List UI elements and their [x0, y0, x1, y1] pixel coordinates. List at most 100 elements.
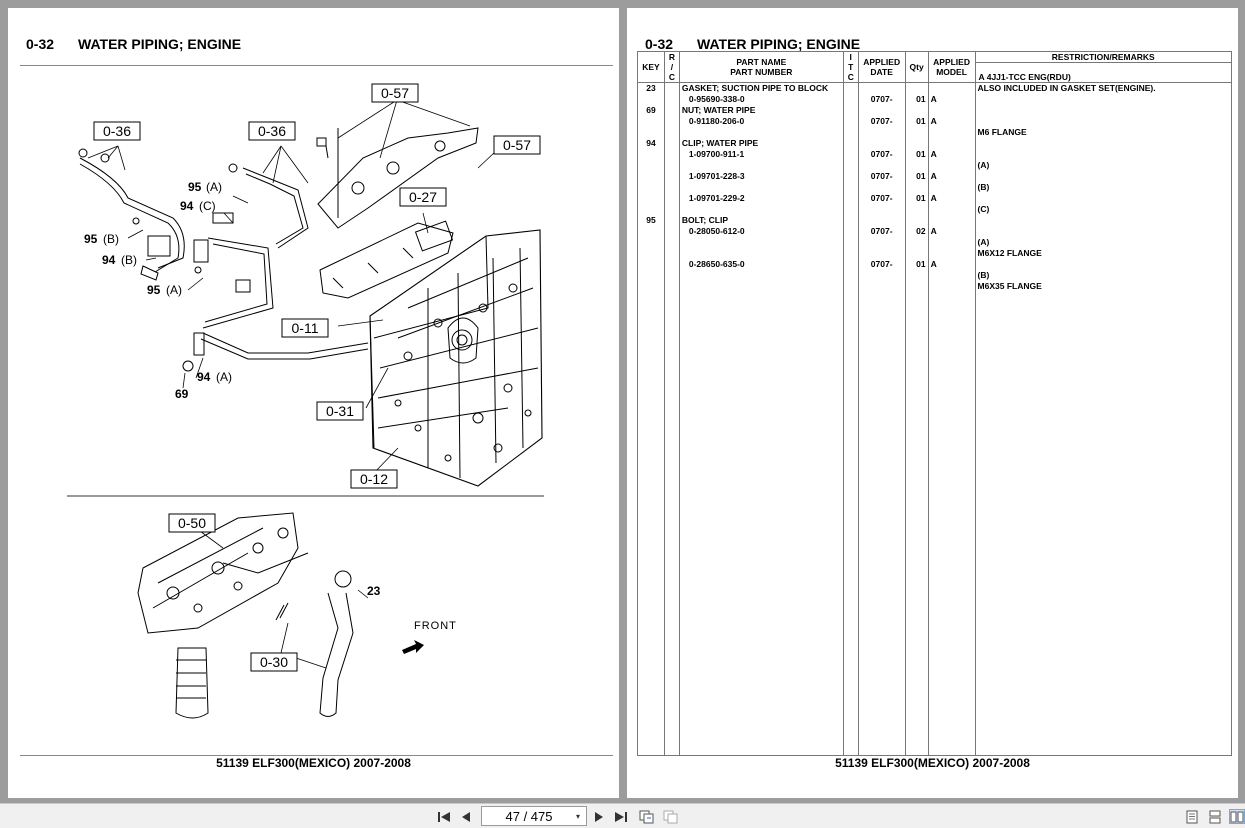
part-cell: [678, 127, 844, 138]
continuous-view-icon[interactable]: [1207, 809, 1223, 824]
table-row: (C): [637, 204, 1233, 215]
qty-cell: [904, 204, 929, 215]
two-page-view-icon[interactable]: [1229, 809, 1245, 824]
front-arrow-icon: [402, 640, 424, 654]
date-cell: [857, 215, 906, 226]
model-cell: A: [927, 171, 976, 182]
qty-cell: [904, 182, 929, 193]
date-cell: [857, 138, 906, 149]
itc-cell: [842, 270, 859, 281]
part-cell: NUT; WATER PIPE: [678, 105, 844, 116]
date-cell: 0707-: [857, 94, 906, 105]
date-cell: [857, 127, 906, 138]
manifold-drawing: [316, 127, 479, 299]
rc-cell: [663, 226, 680, 237]
fit-page-icon[interactable]: [662, 809, 678, 824]
key-94a: 94: [197, 370, 211, 384]
model-cell: A: [927, 193, 976, 204]
chevron-down-icon[interactable]: ▾: [576, 811, 581, 821]
key-94c-suffix: (C): [199, 199, 216, 213]
col-remarks-sub: A 4JJ1-TCC ENG(RDU): [974, 62, 1233, 83]
itc-cell: [842, 182, 859, 193]
remark-cell: [974, 259, 1233, 270]
itc-cell: [842, 215, 859, 226]
model-cell: A: [927, 94, 976, 105]
part-cell: 0-28050-612-0: [678, 226, 844, 237]
qty-cell: [904, 127, 929, 138]
key-95b-suffix: (B): [103, 232, 119, 246]
last-page-icon[interactable]: [613, 809, 629, 824]
callout-0-36-left: 0-36: [103, 123, 131, 139]
engine-block-drawing: [369, 229, 543, 487]
date-cell: [857, 204, 906, 215]
callout-0-27: 0-27: [409, 189, 437, 205]
rc-cell: [663, 127, 680, 138]
model-cell: [927, 105, 976, 116]
callout-0-30: 0-30: [260, 654, 288, 670]
first-page-icon[interactable]: [436, 809, 452, 824]
key-95a: 95: [147, 283, 161, 297]
part-cell: [678, 270, 844, 281]
remark-cell: M6 FLANGE: [974, 127, 1233, 138]
page-indicator[interactable]: 47 / 475: [505, 808, 553, 824]
section-code: 0-32: [26, 36, 55, 52]
rc-cell: [663, 138, 680, 149]
itc-cell: [842, 171, 859, 182]
page-number-field[interactable]: 47 / 475 ▾: [481, 806, 587, 826]
remark-cell: [974, 116, 1233, 127]
rc-cell: [663, 182, 680, 193]
date-cell: [857, 270, 906, 281]
key-cell: 23: [637, 82, 665, 94]
itc-cell: [842, 204, 859, 215]
key-69: 69: [175, 387, 189, 401]
thermostat-housing-drawing: [137, 512, 354, 719]
callout-0-12: 0-12: [360, 471, 388, 487]
itc-cell: [842, 193, 859, 204]
next-page-icon[interactable]: [591, 809, 607, 824]
part-cell: 0-91180-206-0: [678, 116, 844, 127]
itc-cell: [842, 82, 859, 94]
fit-width-icon[interactable]: [638, 809, 654, 824]
col-remarks: RESTRICTION/REMARKS: [974, 51, 1233, 63]
key-cell: [637, 248, 665, 259]
date-cell: [857, 281, 906, 292]
prev-page-icon[interactable]: [458, 809, 474, 824]
qty-cell: [904, 270, 929, 281]
date-cell: 0707-: [857, 171, 906, 182]
callout-0-11: 0-11: [292, 320, 319, 336]
lower-leader-lines: [199, 530, 369, 669]
col-applied-date: APPLIED DATE: [857, 51, 906, 83]
itc-cell: [842, 281, 859, 292]
model-cell: [927, 237, 976, 248]
key-cell: [637, 226, 665, 237]
qty-cell: [904, 248, 929, 259]
date-cell: 0707-: [857, 226, 906, 237]
part-cell: [678, 204, 844, 215]
col-key: KEY: [637, 51, 665, 83]
date-cell: 0707-: [857, 116, 906, 127]
rc-cell: [663, 171, 680, 182]
rc-cell: [663, 193, 680, 204]
date-cell: [857, 105, 906, 116]
key-23: 23: [367, 584, 381, 598]
part-cell: 0-95690-338-0: [678, 94, 844, 105]
rc-cell: [663, 259, 680, 270]
table-row: (A): [637, 237, 1233, 248]
single-page-view-icon[interactable]: [1184, 809, 1200, 824]
part-cell: [678, 160, 844, 171]
itc-cell: [842, 248, 859, 259]
date-cell: [857, 82, 906, 94]
model-cell: [927, 82, 976, 94]
key-cell: [637, 116, 665, 127]
qty-cell: [904, 82, 929, 94]
rc-cell: [663, 281, 680, 292]
key-94a-suffix: (A): [216, 370, 232, 384]
qty-cell: 01: [904, 116, 929, 127]
exploded-diagram: 0-57 0-57 0-36 0-36 0-27 0-11 0-31 0-12 …: [67, 83, 544, 719]
